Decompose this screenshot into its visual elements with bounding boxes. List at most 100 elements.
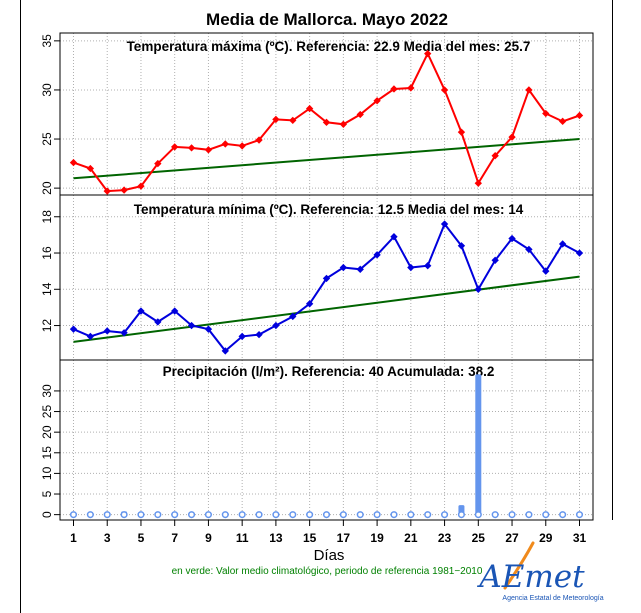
data-point — [356, 110, 364, 119]
logo-swoosh — [503, 541, 535, 590]
right-edge-line — [612, 0, 613, 520]
x-tick-label: 29 — [539, 531, 553, 545]
precip-marker — [255, 511, 263, 519]
data-point — [558, 117, 567, 126]
data-point — [322, 274, 331, 283]
x-tick-label: 17 — [337, 531, 351, 545]
x-tick-label: 19 — [370, 531, 384, 545]
panel-frame — [59, 359, 594, 521]
precip-marker — [188, 511, 196, 519]
data-point — [424, 262, 432, 270]
chart-panels: 20 25 30 35 Temperatura máxima (ºC). Referen… — [40, 32, 594, 521]
data-point — [575, 111, 584, 120]
y-tick-label: 18 — [40, 210, 54, 224]
y-tick-label: 5 — [40, 490, 54, 497]
data-point — [491, 152, 499, 160]
data-point — [339, 120, 348, 128]
precip-bar — [475, 374, 482, 515]
precip-marker — [238, 511, 246, 519]
data-point — [171, 307, 179, 315]
data-point — [221, 140, 229, 148]
x-tick-label: 25 — [472, 531, 486, 545]
y-tick-label: 10 — [40, 466, 54, 480]
precip-marker — [356, 511, 364, 519]
data-point — [305, 300, 314, 308]
precip-marker — [137, 511, 145, 519]
data-point — [474, 285, 482, 293]
x-tick-label: 21 — [404, 531, 418, 545]
data-point — [491, 256, 499, 264]
y-tick-label: 20 — [40, 425, 54, 439]
panel-title: Temperatura máxima (ºC). Referencia: 22.… — [127, 39, 531, 54]
figure-title: Media de Mallorca. Mayo 2022 — [206, 10, 448, 29]
data-point — [373, 251, 381, 259]
data-point — [289, 312, 297, 321]
data-point — [69, 325, 78, 333]
data-point — [322, 118, 331, 127]
data-point — [69, 158, 78, 167]
y-tick-label: 20 — [40, 181, 54, 195]
panel-min: 12 14 16 18 Temperatura mínima (ºC). Referen… — [40, 194, 594, 361]
y-tick-label: 25 — [40, 132, 54, 146]
x-axis-label: Días — [314, 547, 345, 564]
data-point — [474, 179, 482, 187]
x-tick-label: 15 — [303, 531, 317, 545]
precip-marker — [474, 511, 482, 519]
data-point — [407, 263, 415, 272]
precip-marker — [69, 511, 78, 519]
data-point — [255, 330, 263, 339]
data-point — [272, 321, 280, 330]
precip-marker — [542, 511, 550, 519]
data-point — [542, 109, 550, 118]
logo-wordmark: AEmet — [476, 559, 585, 595]
precip-marker — [441, 511, 449, 519]
x-tick-label: 5 — [138, 531, 145, 545]
precip-marker — [339, 511, 347, 519]
data-point — [440, 86, 449, 94]
data-point — [204, 146, 213, 154]
y-tick-label: 12 — [40, 319, 54, 333]
data-point — [339, 263, 348, 272]
data-point — [424, 49, 432, 58]
logo-subtitle: Agencia Estatal de Meteorología — [502, 595, 603, 602]
precip-marker — [525, 511, 533, 519]
precip-marker — [289, 511, 297, 519]
x-tick-label: 3 — [104, 531, 111, 545]
precip-marker — [86, 511, 94, 519]
data-point — [204, 325, 213, 333]
x-tick-label: 31 — [573, 531, 587, 545]
x-tick-label: 27 — [505, 531, 519, 545]
precip-marker — [221, 511, 229, 519]
precip-marker — [154, 511, 162, 519]
data-point — [238, 142, 246, 150]
data-point — [575, 249, 584, 257]
x-tick-label: 23 — [438, 531, 452, 545]
data-point — [305, 104, 314, 113]
x-tick-label: 13 — [269, 531, 283, 545]
reference-line — [73, 275, 580, 343]
precip-marker — [390, 511, 398, 519]
precip-marker — [559, 511, 567, 519]
data-point — [525, 245, 533, 254]
precip-marker — [272, 511, 280, 519]
precip-marker — [171, 511, 179, 519]
y-tick-label: 14 — [40, 282, 54, 296]
aemet-logo: AEmet Agencia Estatal de Meteorología — [476, 541, 604, 602]
precip-marker — [508, 511, 516, 519]
data-point — [542, 267, 550, 275]
y-tick-label: 16 — [40, 246, 54, 260]
reference-line — [73, 138, 580, 180]
precip-marker — [575, 511, 584, 519]
data-point — [390, 85, 398, 93]
precip-marker — [204, 511, 212, 519]
data-point — [103, 327, 111, 335]
data-point — [407, 84, 415, 92]
y-tick-label: 30 — [40, 384, 54, 398]
y-tick-label: 35 — [40, 34, 54, 48]
panel-title: Temperatura mínima (ºC). Referencia: 12.… — [134, 202, 524, 217]
precip-marker — [457, 511, 465, 519]
x-tick-label: 7 — [171, 531, 178, 545]
